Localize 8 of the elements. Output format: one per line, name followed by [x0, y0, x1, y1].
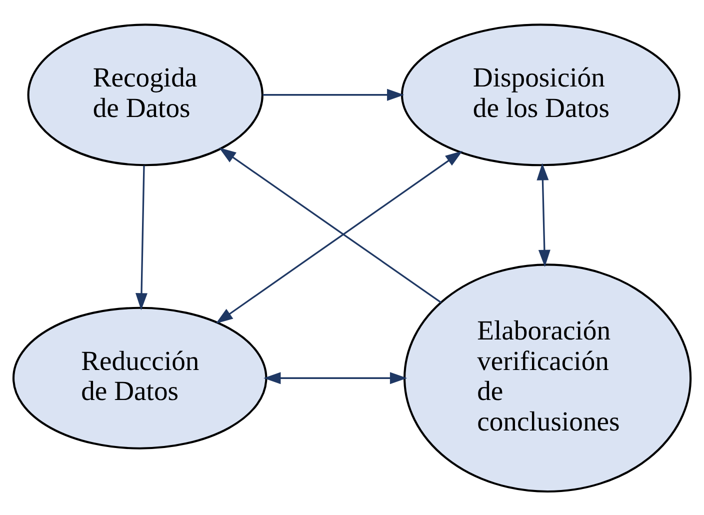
arrow — [536, 162, 550, 267]
arrow — [262, 88, 404, 100]
arrow — [264, 372, 408, 384]
node-ellipse: Recogida de Datos — [27, 23, 264, 166]
arrow — [218, 147, 442, 303]
arrow — [216, 150, 463, 324]
node-ellipse: Elaboración verificación de conclusiones — [404, 263, 692, 492]
arrow — [136, 165, 148, 310]
